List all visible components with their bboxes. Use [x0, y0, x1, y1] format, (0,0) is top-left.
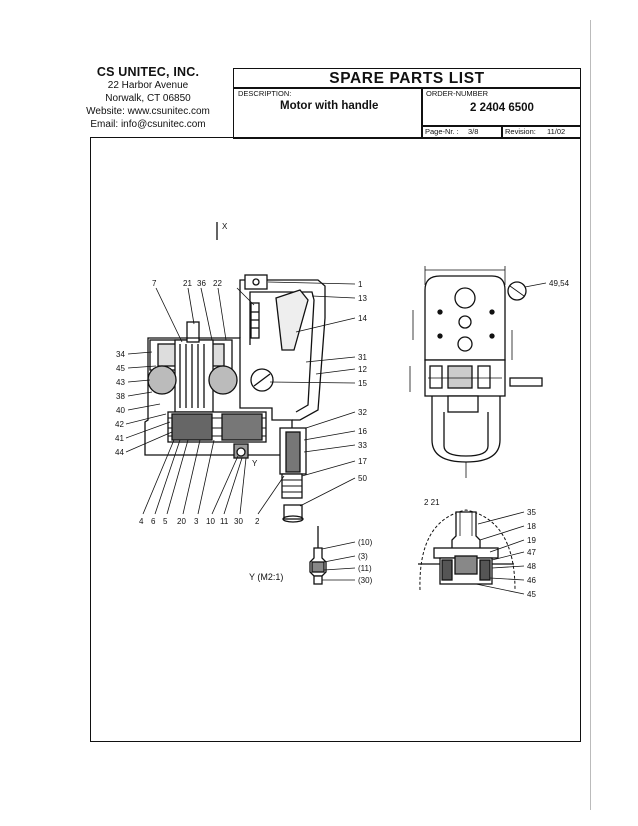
order-number-value: 2 2404 6500 — [470, 102, 534, 114]
callout-19: 19 — [527, 536, 536, 545]
axis-marker-label: X — [222, 222, 228, 231]
section-view — [418, 509, 525, 595]
callout-6: 6 — [151, 517, 156, 526]
page-number-label: Page-Nr. : — [425, 127, 459, 136]
callout-14: 14 — [358, 314, 367, 323]
company-address: 22 Harbor Avenue — [107, 80, 189, 91]
page-title: SPARE PARTS LIST — [329, 70, 485, 87]
description-value: Motor with handle — [280, 100, 379, 112]
company-name: CS UNITEC, INC. — [96, 65, 200, 79]
callout-36: 36 — [197, 279, 206, 288]
callout-leaders-top — [155, 287, 255, 343]
detail-y-marker: Y — [252, 459, 258, 468]
callout-34: 34 — [116, 350, 125, 359]
callout-detail-30: (30) — [358, 576, 373, 585]
callout-38: 38 — [116, 392, 125, 401]
callout-5: 5 — [163, 517, 168, 526]
callout-47: 47 — [527, 548, 536, 557]
callout-detail-3: (3) — [358, 552, 368, 561]
revision-label: Revision: — [505, 127, 536, 136]
callout-7: 7 — [152, 279, 157, 288]
callout-35: 35 — [527, 508, 536, 517]
callout-40: 40 — [116, 406, 125, 415]
description-label: DESCRIPTION: — [238, 89, 292, 98]
callout-22: 22 — [213, 279, 222, 288]
callout-21: 21 — [183, 279, 192, 288]
callout-31: 31 — [358, 353, 367, 362]
section-callouts: 35 18 19 47 48 46 45 — [527, 508, 536, 599]
callout-leaders-left — [125, 351, 173, 453]
company-city: Norwalk, CT 06850 — [105, 93, 191, 104]
callout-3: 3 — [194, 517, 199, 526]
callout-48: 48 — [527, 562, 536, 571]
detail-y — [309, 526, 356, 585]
dimension-corner: 2 21 — [424, 498, 440, 507]
callout-15: 15 — [358, 379, 367, 388]
callout-41: 41 — [115, 434, 124, 443]
callout-30: 30 — [234, 517, 243, 526]
callout-12: 12 — [358, 365, 367, 374]
callout-11: 11 — [220, 517, 229, 526]
callout-43: 43 — [116, 378, 125, 387]
callout-leaders-right — [267, 281, 356, 507]
callout-32: 32 — [358, 408, 367, 417]
callouts-right: 1 13 14 31 12 15 32 16 33 17 50 — [358, 280, 367, 483]
callout-46: 46 — [527, 576, 536, 585]
side-view — [409, 266, 547, 478]
company-block: CS UNITEC, INC. 22 Harbor Avenue Norwalk… — [62, 66, 234, 131]
callouts-left: 34 45 43 38 40 42 41 44 — [115, 350, 125, 457]
callout-detail-10: (10) — [358, 538, 373, 547]
title-cell: SPARE PARTS LIST — [233, 68, 581, 89]
callout-33: 33 — [358, 441, 367, 450]
callout-detail-11: (11) — [358, 564, 372, 573]
callout-18: 18 — [527, 522, 536, 531]
callout-45: 45 — [116, 364, 125, 373]
callout-16: 16 — [358, 427, 367, 436]
callouts-bottom: 4 6 5 20 3 10 11 30 2 — [139, 517, 260, 526]
detail-y-scale: Y (M2:1) — [249, 572, 283, 582]
page-number-value: 3/8 — [468, 127, 479, 136]
callout-44: 44 — [115, 448, 124, 457]
callouts-top: 7 21 36 22 — [152, 279, 222, 288]
callout-45-section: 45 — [527, 590, 536, 599]
page-edge-line — [590, 20, 591, 810]
dimension-49-54: 49,54 — [549, 279, 570, 288]
callout-20: 20 — [177, 517, 186, 526]
callout-10: 10 — [206, 517, 215, 526]
drawing-frame — [90, 137, 581, 742]
callout-4: 4 — [139, 517, 144, 526]
description-cell: DESCRIPTION: Motor with handle — [233, 87, 423, 139]
revision-cell: Revision: 11/02 — [501, 125, 581, 139]
callout-2: 2 — [255, 517, 260, 526]
detail-y-callouts: Y (M2:1) (10) (3) (11) (30) — [249, 538, 373, 585]
motor-assembly — [144, 274, 326, 523]
callout-50: 50 — [358, 474, 367, 483]
callout-leaders-bottom — [142, 439, 285, 515]
revision-value: 11/02 — [547, 127, 566, 136]
page-number-cell: Page-Nr. : 3/8 — [421, 125, 503, 139]
company-email: Email: info@csunitec.com — [90, 119, 206, 130]
company-website: Website: www.csunitec.com — [86, 106, 210, 117]
order-number-label: ORDER-NUMBER — [426, 89, 489, 98]
callout-13: 13 — [358, 294, 367, 303]
callout-42: 42 — [115, 420, 124, 429]
callout-1: 1 — [358, 280, 363, 289]
callout-17: 17 — [358, 457, 367, 466]
